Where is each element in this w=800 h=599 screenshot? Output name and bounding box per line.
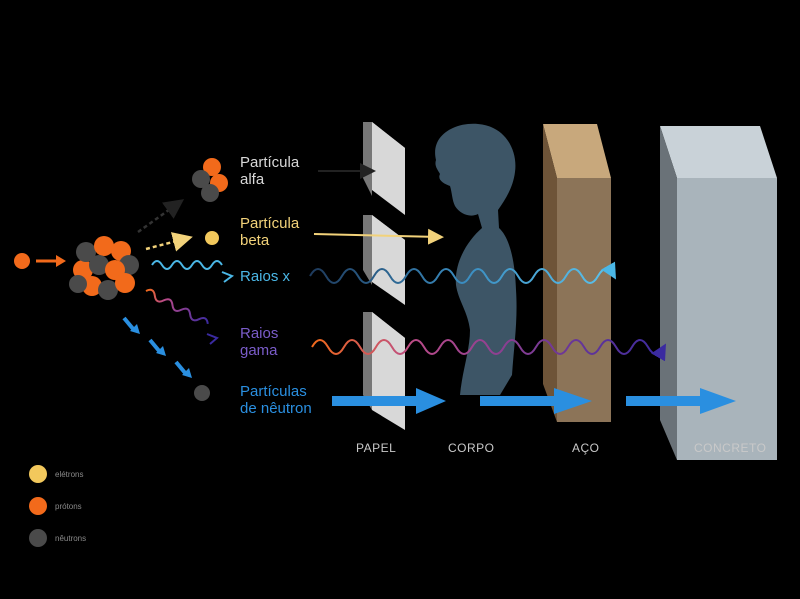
steel-barrier [543,124,611,422]
legend-neutron-label: nêutrons [55,534,86,543]
neutron-label-line2: de nêutron [240,400,312,417]
gamma-ray-wave [145,288,666,362]
legend: elétrons prótons nêutrons [29,465,86,547]
human-body-silhouette [435,123,517,395]
paper-barrier [363,122,405,430]
gamma-label-line2: gama [240,342,278,359]
beta-label-line2: beta [240,232,270,249]
legend-proton-label: prótons [55,502,82,511]
neutron-beam-arrows [332,388,736,414]
atomic-nucleus [69,236,139,300]
paper-label: PAPEL [356,441,396,455]
concrete-barrier [660,126,777,460]
alpha-label-line1: Partícula [240,154,300,171]
legend-electron-label: elétrons [55,470,83,479]
legend-electron-swatch [29,465,47,483]
concrete-label: CONCRETO [694,441,766,455]
x-ray-wave [151,260,616,284]
alpha-particle [137,158,376,234]
incoming-proton [14,253,66,269]
alpha-label-line2: alfa [240,171,265,188]
xray-label: Raios x [240,268,291,285]
legend-proton-swatch [29,497,47,515]
neutron-particle [122,316,210,401]
body-label: CORPO [448,441,495,455]
beta-particle [145,228,444,252]
steel-label: AÇO [572,441,600,455]
gamma-label-line1: Raios [240,325,278,342]
legend-neutron-swatch [29,529,47,547]
beta-label-line1: Partícula [240,215,300,232]
neutron-label-line1: Partículas [240,383,307,400]
